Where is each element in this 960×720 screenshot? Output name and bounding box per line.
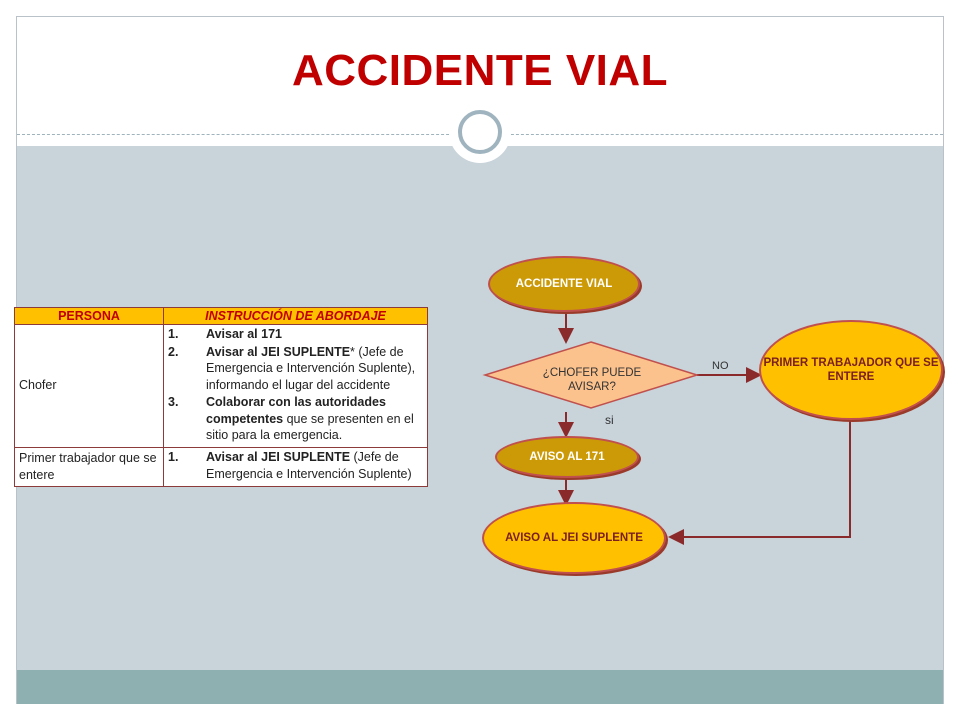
header-instruccion: INSTRUCCIÓN DE ABORDAJE: [163, 307, 428, 325]
list-item: 3.Colaborar con las autoridades competen…: [168, 395, 414, 442]
persona-cell: Chofer: [14, 324, 164, 448]
list-item: 2.Avisar al JEI SUPLENTE* (Jefe de Emerg…: [168, 344, 416, 392]
footer-band: [17, 670, 943, 704]
flow-node-primer-trabajador: PRIMER TRABAJADOR QUE SE ENTERE: [759, 320, 943, 420]
header-persona: PERSONA: [14, 307, 164, 325]
slide-title: ACCIDENTE VIAL: [291, 46, 669, 95]
list-item: 1.Avisar al JEI SUPLENTE (Jefe de Emerge…: [168, 450, 412, 481]
flow-node-aviso-jei: AVISO AL JEI SUPLENTE: [482, 502, 666, 574]
flow-node-aviso-171: AVISO AL 171: [495, 436, 639, 478]
instruction-cell: 1.Avisar al JEI SUPLENTE (Jefe de Emerge…: [163, 447, 428, 487]
instruction-cell: 1.Avisar al 171 2.Avisar al JEI SUPLENTE…: [163, 324, 428, 448]
instruction-table: PERSONA INSTRUCCIÓN DE ABORDAJE Chofer 1…: [14, 307, 428, 487]
flow-node-start: ACCIDENTE VIAL: [488, 256, 640, 312]
decision-diamond: [482, 341, 700, 409]
persona-cell: Primer trabajador que se entere: [14, 447, 164, 487]
table-row: Chofer 1.Avisar al 171 2.Avisar al JEI S…: [14, 324, 428, 448]
flow-node-decision: ¿CHOFER PUEDE AVISAR?: [542, 367, 642, 393]
label-si: si: [605, 413, 614, 427]
circle-ornament-icon: [449, 101, 511, 163]
label-no: NO: [712, 360, 729, 372]
list-item: 1.Avisar al 171: [168, 327, 282, 341]
arrow-primer-to-jei: [668, 420, 851, 545]
table-row: Primer trabajador que se entere 1.Avisar…: [14, 447, 428, 487]
